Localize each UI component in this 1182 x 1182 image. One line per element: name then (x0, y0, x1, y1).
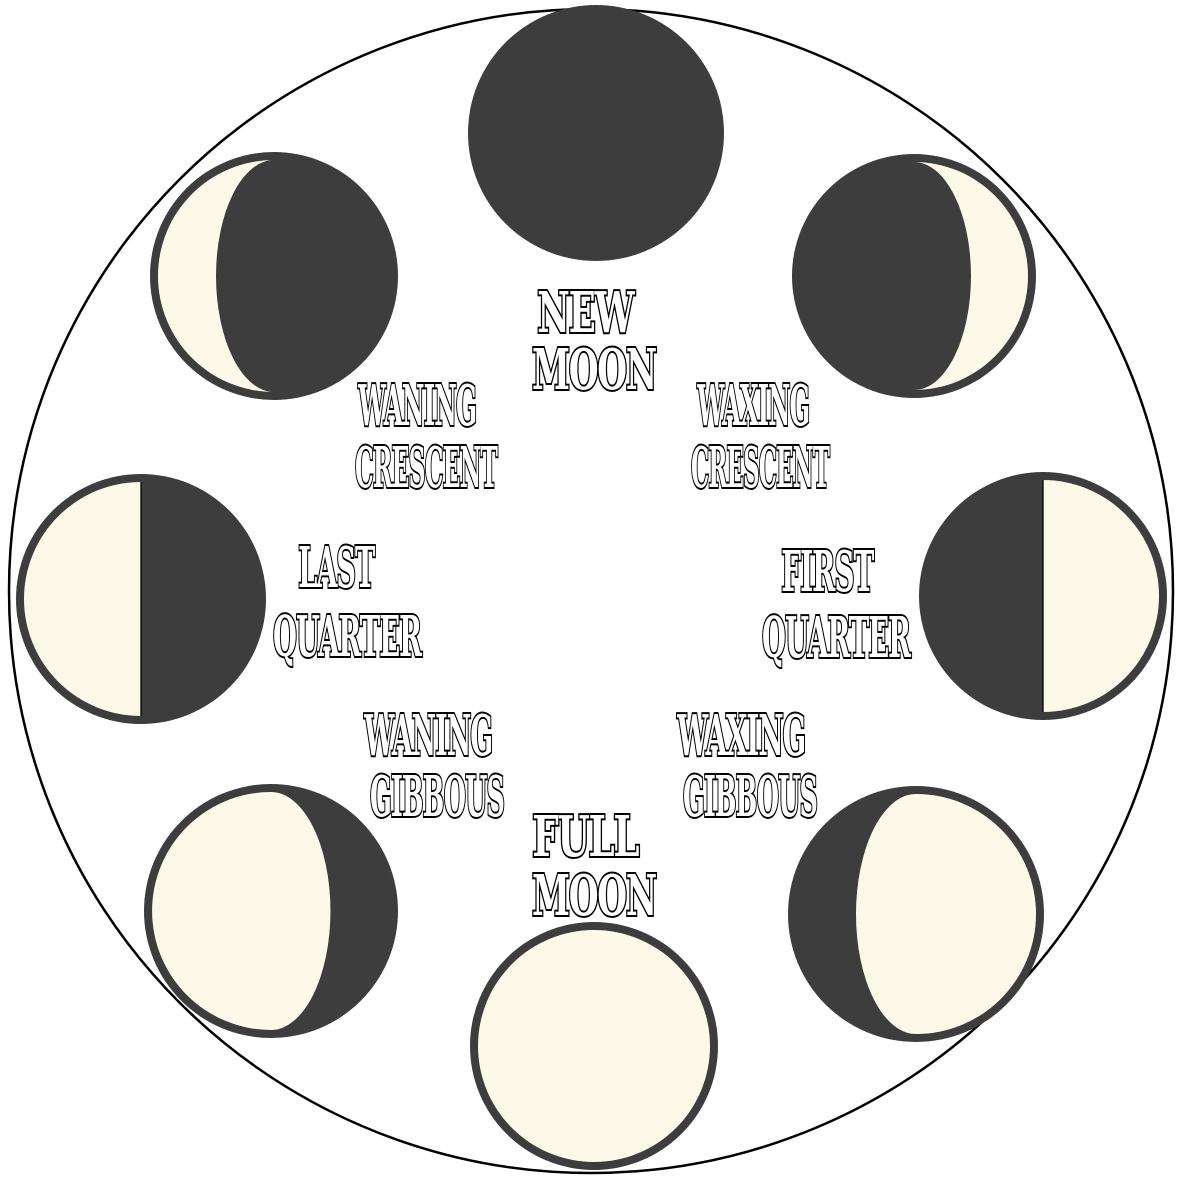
moon-last-quarter (16, 474, 266, 724)
label-full-moon-line1: FULL (532, 804, 639, 870)
label-waning-crescent-line1: WANING (358, 373, 476, 439)
full-moon-disc (478, 930, 710, 1162)
label-first-quarter: FIRST QUARTER (762, 539, 911, 671)
label-new-moon-line2: MOON (532, 337, 656, 403)
label-waxing-crescent-line1: WAXING (697, 373, 809, 439)
label-waning-crescent-line2: CRESCENT (355, 435, 498, 501)
moon-new-moon (468, 5, 724, 261)
label-last-quarter-line1: LAST (298, 535, 375, 601)
moon-first-quarter (919, 472, 1167, 720)
moon-waxing-crescent (792, 154, 1036, 398)
label-waxing-gibbous-line2: GIBBOUS (683, 764, 817, 830)
label-full-moon: FULL MOON (532, 804, 656, 929)
label-waning-crescent: WANING CRESCENT (355, 373, 498, 501)
label-waxing-crescent: WAXING CRESCENT (691, 373, 830, 501)
label-waning-gibbous-line2: GIBBOUS (370, 764, 504, 830)
new-moon-disc (476, 13, 716, 253)
moon-waning-gibbous (144, 784, 398, 1038)
label-waning-gibbous: WANING GIBBOUS (364, 703, 510, 830)
label-last-quarter-line2: QUARTER (273, 604, 422, 670)
label-waning-gibbous-line1: WANING (364, 703, 492, 769)
label-full-moon-line2: MOON (532, 863, 656, 929)
label-waxing-crescent-line2: CRESCENT (691, 435, 830, 501)
label-new-moon: NEW MOON (532, 280, 656, 403)
label-waxing-gibbous-line1: WAXING (677, 703, 805, 769)
moon-full-moon (470, 922, 718, 1170)
moon-waning-crescent (150, 152, 398, 400)
label-waxing-gibbous: WAXING GIBBOUS (677, 703, 823, 830)
label-first-quarter-line2: QUARTER (762, 605, 911, 671)
label-first-quarter-line1: FIRST (781, 539, 874, 605)
moon-waxing-gibbous (788, 786, 1044, 1042)
